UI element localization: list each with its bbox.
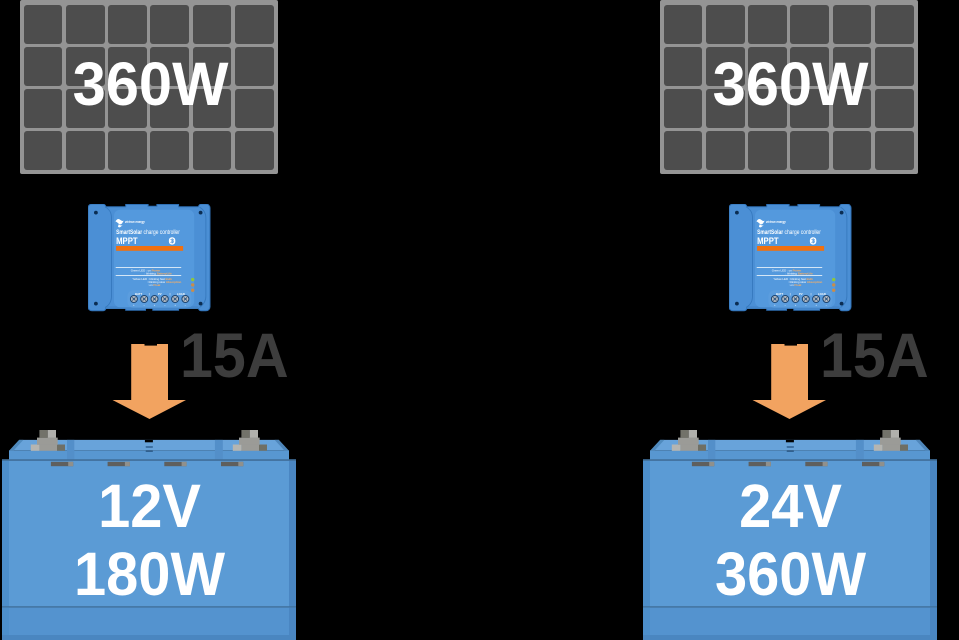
svg-text:24V: 24V	[739, 471, 842, 540]
svg-text:360W: 360W	[715, 539, 867, 608]
svg-text:180W: 180W	[74, 539, 226, 608]
svg-text:12V: 12V	[98, 471, 201, 540]
